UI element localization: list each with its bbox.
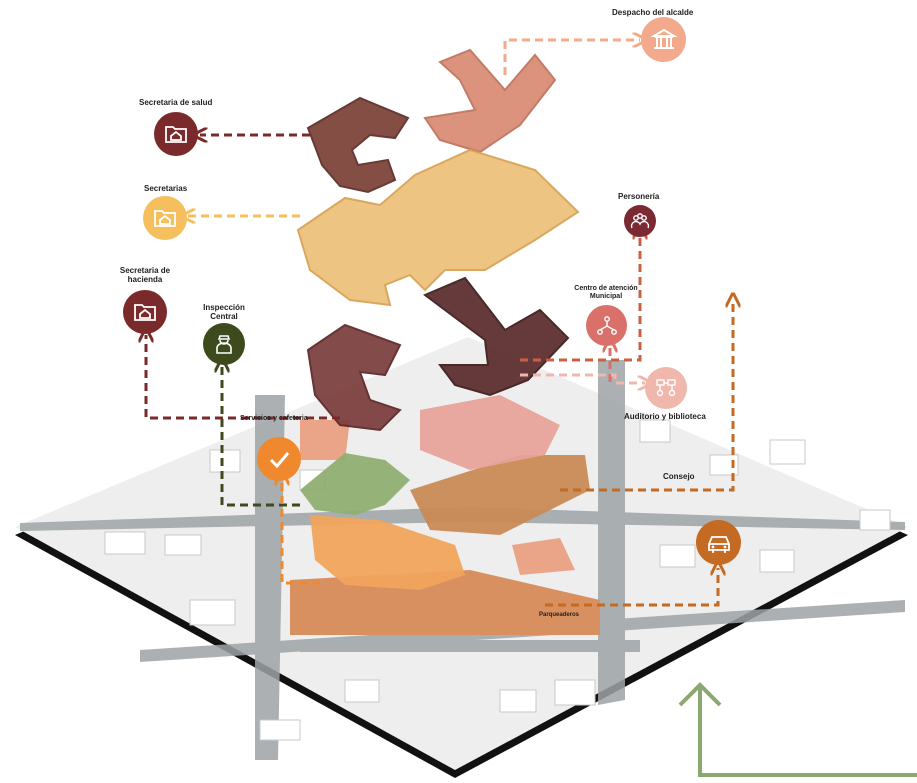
floor-salud (306, 96, 410, 194)
line-personeria (520, 232, 640, 362)
label-hacienda: Secretaria de hacienda (119, 266, 171, 285)
label-personeria: Personería (618, 192, 660, 201)
label-auditorio: Auditorio y biblioteca (624, 412, 706, 421)
floor-secretarias (296, 148, 580, 307)
line-consejo (560, 300, 733, 492)
check-icon (257, 437, 301, 481)
label-despacho: Despacho del alcalde (612, 8, 694, 17)
line-servicios (282, 478, 320, 585)
network-icon (645, 367, 687, 409)
floor-inspeccion (423, 276, 570, 397)
line-hacienda (146, 335, 340, 420)
label-servicios: Servicios y cafeteria (240, 415, 308, 422)
label-parqueaderos: Parqueaderos (539, 612, 580, 618)
officer-icon (203, 323, 245, 365)
floor-despacho (423, 48, 557, 154)
label-consejo: Consejo (663, 472, 695, 481)
line-parqueaderos (545, 568, 718, 607)
building-consejo (410, 455, 590, 535)
label-centro: Centro de atención Municipal (574, 285, 638, 301)
base-plane (15, 337, 908, 770)
building-auditorio-ground (310, 515, 465, 590)
main-access-arrow (678, 682, 917, 777)
building-columns-icon (641, 17, 686, 62)
label-salud: Secretaria de salud (139, 98, 213, 107)
car-icon (696, 520, 741, 565)
folder-home-icon (123, 290, 167, 334)
floor-hacienda (306, 323, 402, 432)
building-centro-ground (420, 395, 560, 470)
label-secretarias: Secretarias (144, 184, 188, 193)
line-auditorio (520, 373, 645, 383)
building-servicios (300, 453, 410, 515)
plot-salmon-west (300, 420, 350, 460)
connection-lines (146, 40, 733, 607)
line-inspeccion (222, 365, 300, 507)
line-despacho (503, 40, 640, 75)
label-inspeccion: Inspección Central (203, 303, 245, 322)
folder-home-icon (154, 112, 198, 156)
folder-home-icon (143, 196, 187, 240)
network-icon (586, 305, 627, 346)
plot-salmon-east (512, 538, 575, 575)
group-icon (624, 205, 656, 237)
